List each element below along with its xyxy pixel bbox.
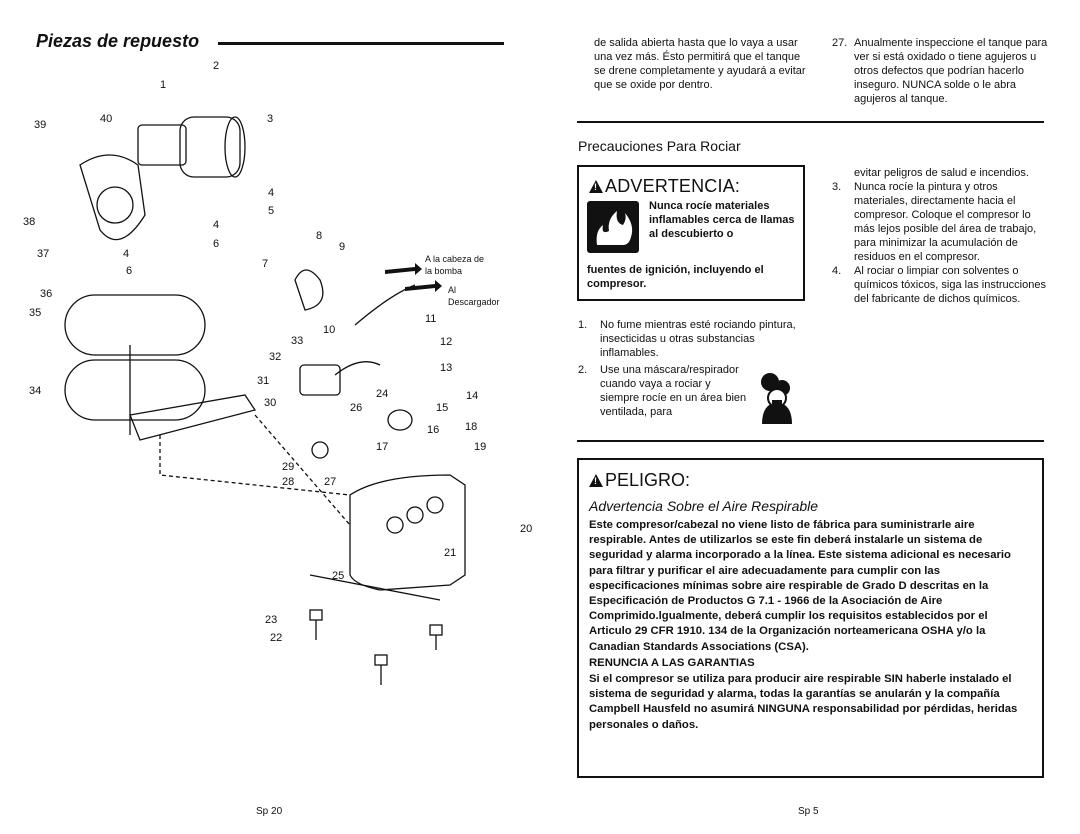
part-callout-27: 27 [324, 476, 336, 488]
item-number: 27. [832, 37, 848, 49]
part-callout-7: 7 [262, 258, 268, 270]
part-callout-4: 4 [268, 187, 274, 199]
part-callout-3: 3 [267, 113, 273, 125]
part-callout-22: 22 [270, 632, 282, 644]
part-callout-24: 24 [376, 388, 388, 400]
list-item: 4. Al rociar o limpiar con solventes o q… [832, 265, 1046, 305]
danger-subtitle: Advertencia Sobre el Aire Respirable [589, 498, 819, 514]
warning-triangle-icon [589, 474, 603, 487]
part-callout-37: 37 [37, 248, 49, 260]
list-item: 2. Use una máscara/respirador cuando vay… [578, 364, 747, 418]
part-callout-25: 25 [332, 570, 344, 582]
item-text: Anualmente inspeccione el tanque para ve… [854, 37, 1048, 105]
part-callout-8: 8 [316, 230, 322, 242]
left-page-number: Sp 20 [256, 806, 283, 817]
list-continuation: evitar peligros de salud e incendios. [854, 167, 1029, 179]
warning-box: ADVERTENCIA: Nunca rocíe materiales infl… [577, 165, 805, 301]
disclaimer-heading: RENUNCIA A LAS GARANTIAS [589, 656, 755, 669]
part-callout-16: 16 [427, 424, 439, 436]
part-callout-19: 19 [474, 441, 486, 453]
section-rule [577, 121, 1044, 123]
title-rule [218, 42, 504, 45]
part-callout-4: 4 [213, 219, 219, 231]
part-callout-9: 9 [339, 241, 345, 253]
section-title: Precauciones Para Rociar [578, 138, 741, 154]
danger-paragraph: Si el compresor se utiliza para producir… [589, 673, 1018, 731]
part-callout-13: 13 [440, 362, 452, 374]
part-callout-30: 30 [264, 397, 276, 409]
list-item: 1. No fume mientras esté rociando pintur… [578, 319, 796, 359]
part-callout-2: 2 [213, 60, 219, 72]
page-title: Piezas de repuesto [36, 31, 200, 51]
pump-head-label-1: A la cabeza de [425, 254, 484, 264]
part-callout-28: 28 [282, 476, 294, 488]
part-callout-38: 38 [23, 216, 35, 228]
danger-box: PELIGRO: Advertencia Sobre el Aire Respi… [577, 458, 1044, 778]
unloader-label-2: Descargador [448, 297, 500, 307]
section-rule [577, 440, 1044, 442]
part-callout-32: 32 [269, 351, 281, 363]
part-callout-11: 11 [425, 313, 436, 325]
flame-hazard-icon [587, 201, 639, 253]
unloader-label-1: Al [448, 285, 456, 295]
part-callout-4: 4 [123, 248, 129, 260]
part-callout-5: 5 [268, 205, 274, 217]
top-col2-item: 27. Anualmente inspeccione el tanque par… [832, 36, 1052, 106]
danger-paragraph: Este compresor/cabezal no viene listo de… [589, 519, 1011, 653]
danger-body: Este compresor/cabezal no viene listo de… [589, 518, 1029, 734]
part-callout-1: 1 [160, 79, 166, 91]
list-item: 3. Nunca rocíe la pintura y otros materi… [832, 181, 1037, 263]
part-callout-14: 14 [466, 390, 478, 402]
part-callout-6: 6 [126, 265, 132, 277]
part-callout-31: 31 [257, 375, 269, 387]
top-col1-text: de salida abierta hasta que lo vaya a us… [594, 37, 806, 91]
part-callout-26: 26 [350, 402, 362, 414]
respirator-icon [750, 370, 804, 424]
precautions-list-left: 1. No fume mientras esté rociando pintur… [578, 318, 800, 419]
part-callout-39: 39 [34, 119, 46, 131]
part-callout-12: 12 [440, 336, 452, 348]
warning-side-text: Nunca rocíe materiales inflamables cerca… [649, 200, 795, 240]
part-callout-15: 15 [436, 402, 448, 414]
part-callout-18: 18 [465, 421, 477, 433]
part-callout-29: 29 [282, 461, 294, 473]
pump-head-label-2: la bomba [425, 266, 462, 276]
part-callout-6: 6 [213, 238, 219, 250]
part-callout-40: 40 [100, 113, 112, 125]
part-callout-33: 33 [291, 335, 303, 347]
part-callout-20: 20 [520, 523, 532, 535]
part-callout-34: 34 [29, 385, 41, 397]
part-callout-10: 10 [323, 324, 335, 336]
warning-heading: ADVERTENCIA: [589, 176, 740, 197]
part-callout-36: 36 [40, 288, 52, 300]
warning-full-text: fuentes de ignición, incluyendo el compr… [587, 264, 764, 290]
right-page-number: Sp 5 [798, 806, 819, 817]
part-callout-23: 23 [265, 614, 277, 626]
part-callout-21: 21 [444, 547, 456, 559]
warning-triangle-icon [589, 180, 603, 193]
precautions-list-right: evitar peligros de salud e incendios. 3.… [832, 166, 1047, 306]
danger-heading: PELIGRO: [589, 470, 690, 491]
part-callout-17: 17 [376, 441, 388, 453]
part-callout-35: 35 [29, 307, 41, 319]
